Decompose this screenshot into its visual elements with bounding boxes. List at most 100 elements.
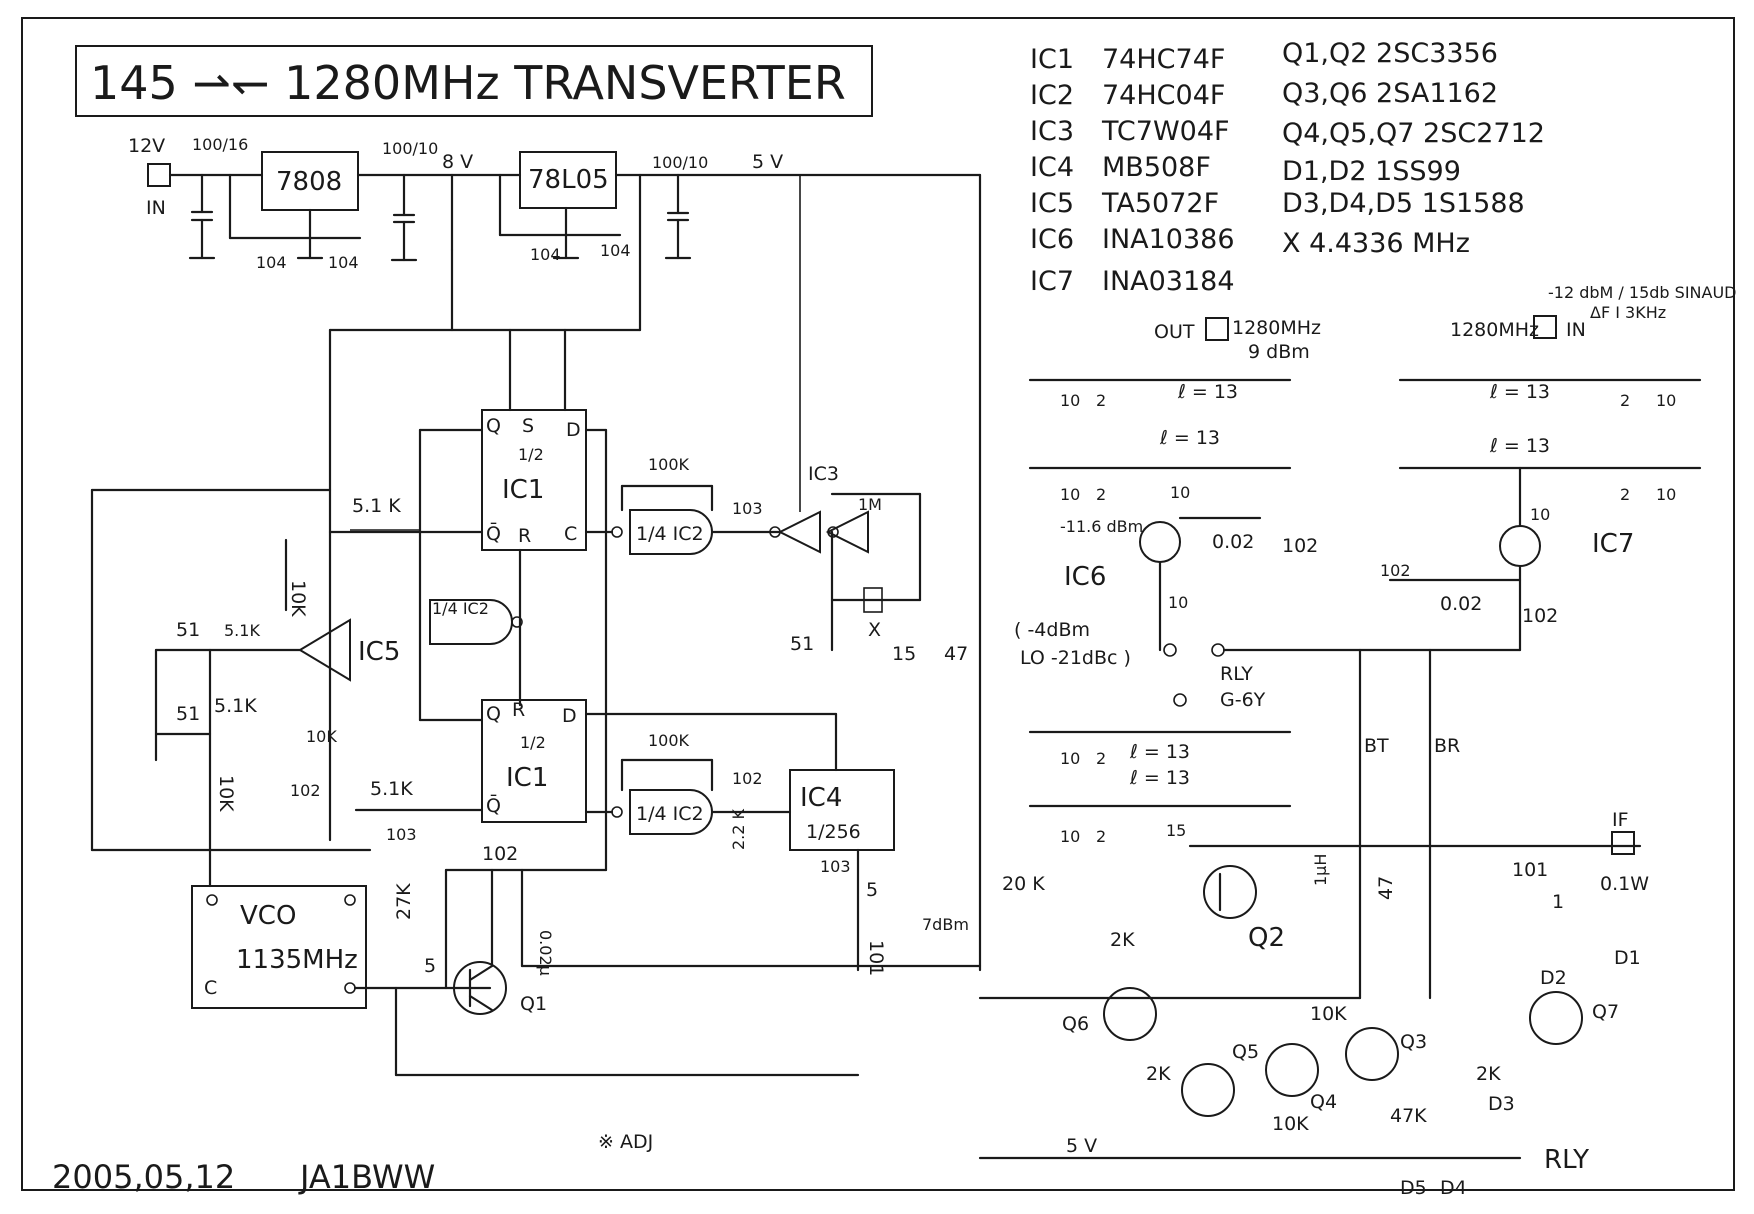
ic6-label: IC6 [1064, 562, 1106, 592]
r-2k-a: 2K [1146, 1063, 1171, 1085]
r-101: 101 [865, 940, 887, 976]
rx-deviation: ΔF I 3KHz [1590, 303, 1666, 322]
c-5-b: 5 [424, 955, 436, 977]
q1-transistor: Q1 [453, 961, 547, 1015]
c-47: 47 [944, 643, 968, 665]
c-103-c: 103 [820, 857, 851, 876]
cap-100-10-a: 100/10 [382, 139, 438, 158]
svg-text:C: C [564, 523, 577, 545]
svg-text:2: 2 [1096, 485, 1106, 504]
svg-text:10: 10 [1060, 749, 1080, 768]
r-10k-b: 10K [215, 775, 237, 812]
bom-q3q6: Q3,Q6 2SA1162 [1282, 78, 1498, 109]
vco-out-level: 7dBm [922, 915, 969, 934]
svg-text:Q: Q [486, 703, 501, 725]
ic1-lower: Q R D 1/2 IC1 Q̄ [481, 699, 587, 823]
bom-ic4: IC4 [1030, 152, 1074, 183]
q2-mixer: Q2 20 K 2K 1μH 47 101 IF 0.1W 1 [1002, 809, 1649, 953]
svg-text:2: 2 [1620, 485, 1630, 504]
svg-text:1/4 IC2: 1/4 IC2 [636, 523, 704, 545]
switch-5v-label: 5 V [1066, 1135, 1097, 1157]
cap-100-16: 100/16 [192, 135, 248, 154]
ic6-amplifier: ℓ = 13 10 2 IC6 -11.6 dBm 10 0.02 102 10 [1028, 427, 1318, 652]
svg-text:2: 2 [1620, 391, 1630, 410]
ic1b-label: IC1 [506, 763, 548, 793]
r-2k: 2K [1110, 929, 1135, 951]
c-103-b: 103 [732, 499, 763, 518]
bom-ic7-part: INA03184 [1102, 266, 1235, 297]
ic7-amplifier: ℓ = 13 2 10 IC7 10 102 0.02 102 [1380, 435, 1702, 652]
rly-coil-label: RLY [1544, 1145, 1589, 1175]
svg-text:ℓ = 13: ℓ = 13 [1159, 427, 1220, 449]
cap-100-10-b: 100/10 [652, 153, 708, 172]
in-freq: 1280MHz [1450, 319, 1539, 341]
bom-d1d2: D1,D2 1SS99 [1282, 156, 1461, 187]
q1-label: Q1 [520, 993, 547, 1015]
bom-ic4-part: MB508F [1102, 152, 1211, 183]
r-27k: 27K [393, 883, 415, 920]
ic2-gate-2: 1/4 IC2 [611, 789, 713, 835]
relay-label: RLY [1220, 663, 1253, 685]
reg-7808-label: 7808 [276, 167, 342, 197]
r-5-1k-a: 5.1 K [352, 495, 401, 517]
crystal [863, 587, 883, 613]
svg-text:10: 10 [1060, 827, 1080, 846]
r-10k-c: 10K [306, 727, 337, 746]
relay-model: G-6Y [1220, 689, 1266, 711]
r-47k: 47K [1390, 1105, 1427, 1127]
svg-text:ℓ = 13: ℓ = 13 [1489, 435, 1550, 457]
r-10k-a: 10K [287, 580, 309, 617]
r-5-1k-d: 5.1K [370, 778, 413, 800]
c-51-a: 51 [176, 619, 200, 641]
d1-label: D1 [1614, 947, 1641, 969]
svg-text:ℓ = 13: ℓ = 13 [1129, 767, 1190, 789]
q7-label: Q7 [1592, 1001, 1619, 1023]
out-freq: 1280MHz [1232, 317, 1321, 339]
8v-rail-label: 8 V [442, 151, 473, 173]
ic1a-label: IC1 [502, 475, 544, 505]
svg-text:C: C [204, 977, 217, 999]
svg-text:Q̄: Q̄ [486, 793, 501, 817]
d2-label: D2 [1540, 967, 1567, 989]
rx-input-section: -12 dbM / 15db SINAUD ΔF I 3KHz 1280MHz … [1398, 283, 1736, 410]
svg-text:ℓ = 13: ℓ = 13 [1489, 381, 1550, 403]
bom-crystal: X 4.4336 MHz [1282, 228, 1470, 259]
r-1m: 1M [858, 495, 882, 514]
ic3: IC3 [769, 463, 869, 554]
5v-rail-label: 5 V [752, 151, 783, 173]
svg-text:S: S [522, 415, 534, 437]
d4-label: D4 [1440, 1177, 1467, 1199]
svg-text:10: 10 [1656, 391, 1676, 410]
bom-ic2: IC2 [1030, 80, 1074, 111]
footer-author: JA1BWW [298, 1158, 435, 1196]
svg-text:R: R [518, 525, 531, 547]
q2-label: Q2 [1248, 923, 1285, 953]
12v-in-label: IN [146, 197, 166, 219]
in-label: IN [1566, 319, 1586, 341]
12v-input-terminal [147, 163, 171, 187]
ptt-switch: 5 V Q6 Q5 Q4 Q3 Q7 2K 10K 10K 47K 2K D1 … [978, 947, 1641, 1199]
svg-text:R: R [512, 699, 525, 721]
ic4-prescaler: IC4 1/256 [789, 769, 895, 851]
bom-ic7: IC7 [1030, 266, 1074, 297]
c-51-b: 51 [176, 703, 200, 725]
vco-freq: 1135MHz [236, 945, 358, 975]
svg-text:1/2: 1/2 [518, 445, 544, 464]
l-0-02-a: 0.02μ [536, 930, 555, 976]
bom-ic1-part: 74HC74F [1102, 44, 1225, 75]
bom-ic5-part: TA5072F [1101, 188, 1219, 219]
bom-q4q5q7: Q4,Q5,Q7 2SC2712 [1282, 118, 1545, 149]
ic4-div: 1/256 [806, 821, 861, 843]
r-47: 47 [1375, 876, 1397, 900]
c-10-c: 10 [1530, 505, 1550, 524]
svg-text:1/4 IC2: 1/4 IC2 [432, 599, 489, 618]
mixer-lines: ℓ = 13 10 2 ℓ = 13 10 2 15 [1028, 730, 1292, 846]
bt-label: BT [1364, 735, 1389, 757]
bom-ic2-part: 74HC04F [1102, 80, 1225, 111]
d3-label: D3 [1488, 1093, 1515, 1115]
bom-q1q2: Q1,Q2 2SC3356 [1282, 38, 1498, 69]
r-5-1k-c: 5.1K [214, 695, 257, 717]
svg-text:2: 2 [1096, 749, 1106, 768]
